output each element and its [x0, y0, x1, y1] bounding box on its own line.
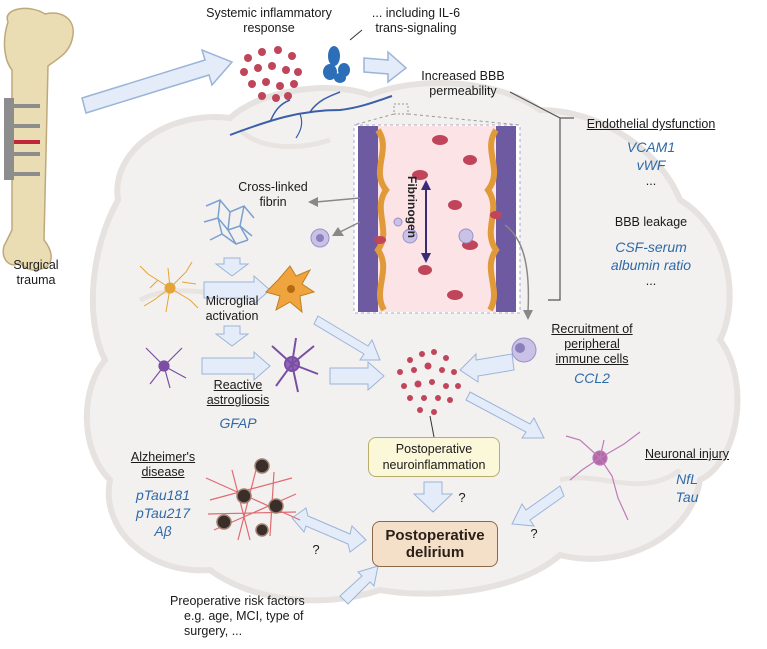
unknown-mark-2: ? [530, 526, 538, 541]
alzheimer-line2: disease [141, 465, 185, 479]
bbb-leakage-block: BBB leakage CSF-serum albumin ratio ... [574, 215, 728, 289]
marker-nfl: NfL [676, 471, 698, 487]
arrow-to-fibrin [315, 197, 361, 203]
bbb-line1: Increased BBB [421, 69, 505, 83]
il6-label: ... including IL-6 trans-signaling [354, 6, 478, 36]
arrow-preop-to-delirium [339, 565, 379, 605]
neuroinflammation-cytokine-cluster [397, 349, 461, 415]
il6-pointer-line [349, 29, 363, 41]
arrow-trauma-to-systemic [81, 48, 234, 114]
microglia-line2: activation [205, 309, 259, 323]
marker-abeta: Aβ [154, 523, 172, 539]
endothelial-more: ... [645, 174, 657, 188]
endothelial-dysfunction-block: Endothelial dysfunction VCAM1 vWF ... [574, 117, 728, 189]
surgical-trauma-label: Surgical trauma [4, 258, 68, 288]
arrow-microglia-to-inflammation [313, 315, 381, 361]
microglia-line1: Microglial [205, 294, 259, 308]
unknown-mark-3: ? [312, 542, 320, 557]
arrow-systemic-to-bbb [363, 50, 408, 84]
astro-line2: astrogliosis [206, 393, 270, 407]
fibrin-network-illustration [203, 199, 255, 245]
alzheimers-disease-block: Alzheimer's disease pTau181 pTau217 Aβ [118, 450, 208, 540]
marker-vcam1: VCAM1 [626, 139, 676, 155]
systemic-line2: response [243, 21, 295, 35]
reactive-astrocyte-illustration [271, 337, 319, 393]
arrow-resting-to-reactive-astro [201, 350, 271, 382]
fibrin-line1: Cross-linked [238, 180, 308, 194]
bbb-vessel-closeup [353, 124, 521, 314]
arrow-inflammation-to-neuronal [465, 391, 545, 439]
reactive-astrogliosis-block: Reactive astrogliosis GFAP [196, 378, 280, 432]
il6-receptor-illustration [323, 46, 350, 83]
neuronal-injury-block: Neuronal injury NfL Tau [632, 447, 742, 506]
delirium-line2: delirium [405, 544, 465, 561]
systemic-cytokine-dots [240, 46, 302, 102]
arrow-to-immune-cell [339, 221, 361, 233]
marker-ptau181: pTau181 [136, 487, 190, 503]
preop-line2: e.g. age, MCI, type of [184, 609, 304, 623]
blood-vessel-branch [229, 95, 393, 136]
neuron-illustration [565, 431, 641, 521]
leakage-more: ... [645, 274, 657, 288]
brain-fold [559, 467, 682, 487]
bbb-bracket [509, 91, 561, 301]
marker-ptau217: pTau217 [136, 505, 190, 521]
arrow-fibrin-down [214, 257, 250, 277]
preop-line3: surgery, ... [184, 624, 243, 638]
amyloid-plaques-tangles-illustration [205, 458, 301, 541]
il6-line2: trans-signaling [375, 21, 457, 35]
recruitment-line3: immune cells [555, 352, 629, 366]
trauma-line1: Surgical [13, 258, 59, 272]
arrow-recruitment-to-inflammation [459, 352, 515, 383]
systemic-response-label: Systemic inflammatory response [194, 6, 344, 36]
arrow-microglia-down [214, 325, 250, 347]
leakage-title: BBB leakage [614, 215, 688, 229]
arrow-neuronal-to-delirium [511, 485, 565, 527]
postoperative-delirium-box: Postoperative delirium [372, 521, 498, 567]
marker-ccl2: CCL2 [574, 370, 610, 386]
resting-microglia-illustration [139, 261, 199, 313]
neuroinflammation-line1: Postoperative [395, 442, 473, 456]
arrow-alzheimer-delirium-bidirectional [291, 507, 367, 553]
brain-fold [238, 128, 331, 150]
marker-gfap: GFAP [219, 415, 257, 431]
unknown-mark-1: ? [458, 490, 466, 505]
trauma-line2: trauma [16, 273, 56, 287]
cross-linked-fibrin-label: Cross-linked fibrin [236, 180, 310, 210]
microglial-activation-label: Microglial activation [192, 294, 272, 324]
astro-line1: Reactive [213, 378, 263, 392]
marker-tau: Tau [675, 489, 699, 505]
cluster-to-box-line [429, 415, 435, 438]
marker-albumin-ratio: albumin ratio [610, 257, 692, 273]
recruitment-immune-cells-block: Recruitment of peripheral immune cells C… [536, 322, 648, 387]
arrow-astro-to-inflammation [329, 360, 385, 392]
alzheimer-line1: Alzheimer's [130, 450, 196, 464]
recruitment-line1: Recruitment of [551, 322, 633, 336]
femur-bone-illustration [2, 7, 74, 271]
arrow-resting-to-activated-microglia [203, 274, 271, 306]
neuroinflammation-line2: neuroinflammation [382, 458, 486, 472]
bbb-line2: permeability [429, 84, 497, 98]
neuronal-title: Neuronal injury [644, 447, 730, 461]
systemic-line1: Systemic inflammatory [206, 6, 332, 20]
endothelial-title: Endothelial dysfunction [586, 117, 716, 131]
preoperative-risk-factors-block: Preoperative risk factors e.g. age, MCI,… [170, 594, 338, 639]
il6-line1: ... including IL-6 [371, 6, 461, 20]
bbb-permeability-label: Increased BBB permeability [408, 69, 518, 99]
marker-csf-serum: CSF-serum [615, 239, 687, 255]
resting-astrocyte-illustration [145, 347, 187, 389]
fibrinogen-label: Fibrinogen [405, 176, 419, 238]
preop-line1: Preoperative risk factors [170, 594, 305, 608]
fibrin-line2: fibrin [259, 195, 287, 209]
postoperative-neuroinflammation-box: Postoperative neuroinflammation [368, 437, 500, 477]
delirium-line1: Postoperative [385, 527, 485, 544]
arrow-to-recruitment [504, 224, 530, 313]
recruitment-line2: peripheral [564, 337, 620, 351]
arrow-neuroinflammation-to-delirium [412, 481, 454, 513]
marker-vwf: vWF [636, 157, 666, 173]
